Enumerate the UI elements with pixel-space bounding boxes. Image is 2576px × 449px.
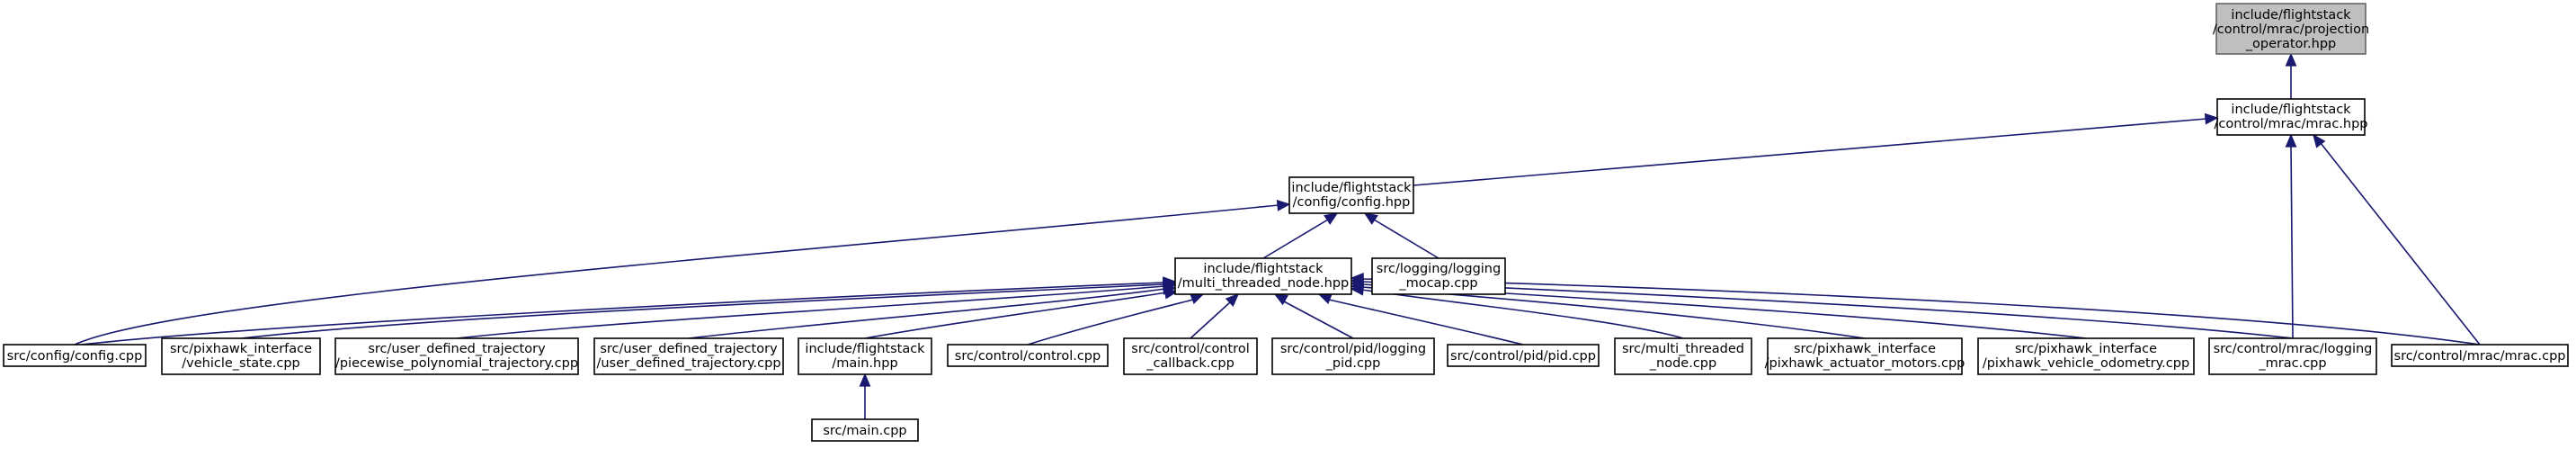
edge-control-cpp-to-mtn-hpp	[1027, 299, 1194, 346]
node-label-line: src/control/mrac/logging	[2214, 342, 2373, 356]
node-label-line: _operator.hpp	[2245, 37, 2337, 51]
node-multi-threaded-node-hpp[interactable]: include/flightstack /multi_threaded_node…	[1174, 257, 1352, 295]
edge-udt-to-mtn-hpp	[688, 288, 1166, 339]
edge-mrac-cpp-to-mrac-hpp	[2320, 142, 2481, 346]
node-user-defined-trajectory-cpp[interactable]: src/user_defined_trajectory /user_define…	[593, 337, 784, 375]
node-label-line: src/pixhawk_interface	[170, 342, 312, 356]
node-multi-threaded-node-cpp[interactable]: src/multi_threaded _node.cpp	[1614, 337, 1752, 375]
edge-pid-cpp-to-mtn-hpp-arrowhead	[1317, 293, 1333, 304]
node-main-hpp[interactable]: include/flightstack /main.hpp	[798, 337, 932, 375]
node-logging-mocap-cpp[interactable]: src/logging/logging _mocap.cpp	[1371, 257, 1506, 295]
node-label-line: src/multi_threaded	[1622, 342, 1744, 356]
node-label-line: src/main.cpp	[823, 424, 906, 438]
node-label-line: src/pixhawk_interface	[2015, 342, 2157, 356]
edge-config-hpp-to-mrac-hpp-arrowhead	[2204, 112, 2219, 125]
edge-mrac-cpp-to-mtn-hpp	[1361, 278, 2481, 346]
edge-mtn-hpp-to-config-hpp	[1262, 219, 1329, 259]
node-piecewise-polynomial-trajectory-cpp[interactable]: src/user_defined_trajectory /piecewise_p…	[334, 337, 579, 375]
node-label-line: /pixhawk_actuator_motors.cpp	[1765, 356, 1965, 371]
node-label-line: include/flightstack	[805, 342, 925, 356]
node-pid-cpp[interactable]: src/control/pid/pid.cpp	[1447, 344, 1600, 367]
node-label-line: /piecewise_polynomial_trajectory.cpp	[335, 356, 578, 371]
node-label-line: src/user_defined_trajectory	[368, 342, 546, 356]
node-mrac-hpp[interactable]: include/flightstack /control/mrac/mrac.h…	[2214, 98, 2368, 136]
node-logging-pid-cpp[interactable]: src/control/pid/logging _pid.cpp	[1271, 337, 1435, 375]
node-label-line: src/logging/logging	[1377, 262, 1501, 276]
node-control-callback-cpp[interactable]: src/control/control _callback.cpp	[1123, 337, 1258, 375]
edge-logging-mocap-to-config-hpp-arrowhead	[1363, 212, 1378, 225]
node-label-line: src/control/pid/logging	[1280, 342, 1426, 356]
edge-logging-pid-to-mtn-hpp	[1283, 301, 1354, 339]
node-pixhawk-vehicle-odometry-cpp[interactable]: src/pixhawk_interface /pixhawk_vehicle_o…	[1977, 337, 2195, 375]
edge-mrac-hpp-to-projection-arrowhead	[2285, 52, 2297, 67]
node-label-line: src/user_defined_trajectory	[600, 342, 778, 356]
edge-mtn-cpp-to-mtn-hpp	[1361, 289, 1684, 339]
node-label-line: _node.cpp	[1649, 356, 1716, 371]
node-label-line: /control/mrac/mrac.hpp	[2214, 117, 2367, 131]
node-pixhawk-actuator-motors-cpp[interactable]: src/pixhawk_interface /pixhawk_actuator_…	[1765, 337, 1965, 375]
edge-control-callback-to-mtn-hpp	[1190, 301, 1231, 339]
edge-config-cpp-to-config-hpp	[74, 204, 1279, 346]
edge-main-hpp-to-mtn-hpp	[864, 292, 1168, 339]
node-vehicle-state-cpp[interactable]: src/pixhawk_interface /vehicle_state.cpp	[161, 337, 321, 375]
edge-main-cpp-to-main-hpp-arrowhead	[859, 373, 871, 387]
node-main-cpp[interactable]: src/main.cpp	[811, 418, 919, 442]
edge-config-hpp-to-mrac-hpp	[1413, 118, 2207, 186]
node-label-line: /vehicle_state.cpp	[182, 356, 300, 371]
node-label-line: _pid.cpp	[1325, 356, 1381, 371]
graph-edges	[74, 52, 2481, 419]
node-label-line: /user_defined_trajectory.cpp	[596, 356, 780, 371]
node-label-line: include/flightstack	[1203, 262, 1324, 276]
edge-config-cpp-to-mtn-hpp	[80, 282, 1165, 346]
edge-logging-mrac-to-mrac-hpp	[2290, 145, 2294, 339]
node-label-line: /control/mrac/projection	[2213, 22, 2369, 37]
edge-mrac-cpp-to-mrac-hpp-arrowhead	[2313, 133, 2326, 148]
edge-pid-cpp-to-mtn-hpp	[1328, 299, 1524, 346]
node-label-line: src/control/mrac/mrac.cpp	[2394, 349, 2566, 364]
edge-piecewise-to-mtn-hpp	[456, 285, 1165, 339]
node-label-line: src/control/control	[1131, 342, 1249, 356]
edge-config-cpp-to-config-hpp-arrowhead	[1276, 199, 1291, 211]
node-label-line: src/control/pid/pid.cpp	[1450, 349, 1596, 364]
node-control-cpp[interactable]: src/control/control.cpp	[947, 344, 1109, 367]
graph-nodes: include/flightstack /control/mrac/projec…	[3, 3, 2569, 442]
node-label-line: include/flightstack	[2231, 103, 2351, 117]
node-label-line: include/flightstack	[1291, 181, 1412, 195]
node-label-line: src/pixhawk_interface	[1794, 342, 1936, 356]
node-config-cpp[interactable]: src/config/config.cpp	[3, 344, 147, 367]
node-mrac-cpp[interactable]: src/control/mrac/mrac.cpp	[2391, 344, 2569, 367]
node-label-line: include/flightstack	[2231, 8, 2351, 22]
edge-main-hpp-to-mtn-hpp-arrowhead	[1163, 287, 1179, 300]
edge-logging-mocap-to-config-hpp	[1373, 219, 1440, 259]
node-label-line: /pixhawk_vehicle_odometry.cpp	[1983, 356, 2189, 371]
node-label-line: src/control/control.cpp	[955, 349, 1101, 364]
node-label-line: /multi_threaded_node.hpp	[1178, 276, 1350, 291]
node-logging-mrac-cpp[interactable]: src/control/mrac/logging _mrac.cpp	[2208, 337, 2377, 375]
edge-mrac-cpp-to-mtn-hpp-arrowhead	[1350, 273, 1364, 284]
node-label-line: _callback.cpp	[1145, 356, 1235, 371]
edge-mtn-hpp-to-config-hpp-arrowhead	[1324, 212, 1339, 225]
node-projection-operator-hpp[interactable]: include/flightstack /control/mrac/projec…	[2213, 3, 2369, 55]
node-label-line: /config/config.hpp	[1293, 195, 1411, 210]
edge-logging-mrac-to-mrac-hpp-arrowhead	[2285, 133, 2297, 148]
node-label-line: _mrac.cpp	[2258, 356, 2326, 371]
edge-control-cpp-to-mtn-hpp-arrowhead	[1189, 293, 1205, 304]
node-label-line: _mocap.cpp	[1398, 276, 1477, 291]
node-config-hpp[interactable]: include/flightstack /config/config.hpp	[1288, 176, 1414, 214]
node-label-line: /main.hpp	[832, 356, 897, 371]
edge-control-callback-to-mtn-hpp-arrowhead	[1225, 292, 1240, 308]
node-label-line: src/config/config.cpp	[7, 349, 143, 364]
edge-vehicle-state-to-mtn-hpp	[240, 283, 1165, 339]
